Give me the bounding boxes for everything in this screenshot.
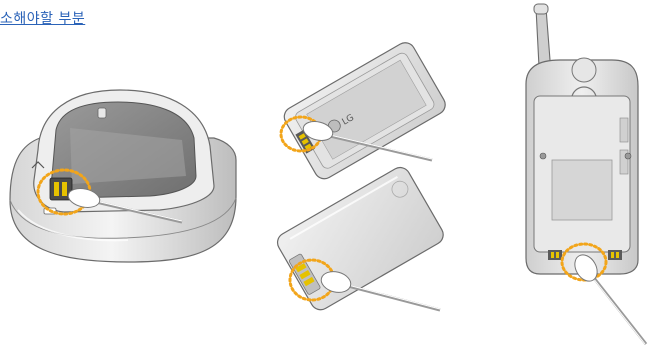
battery-pack-icon [274,164,447,313]
desk-charger-icon [10,90,236,262]
phone-back-icon [526,4,646,344]
battery-pack-icon: LG [281,39,449,182]
